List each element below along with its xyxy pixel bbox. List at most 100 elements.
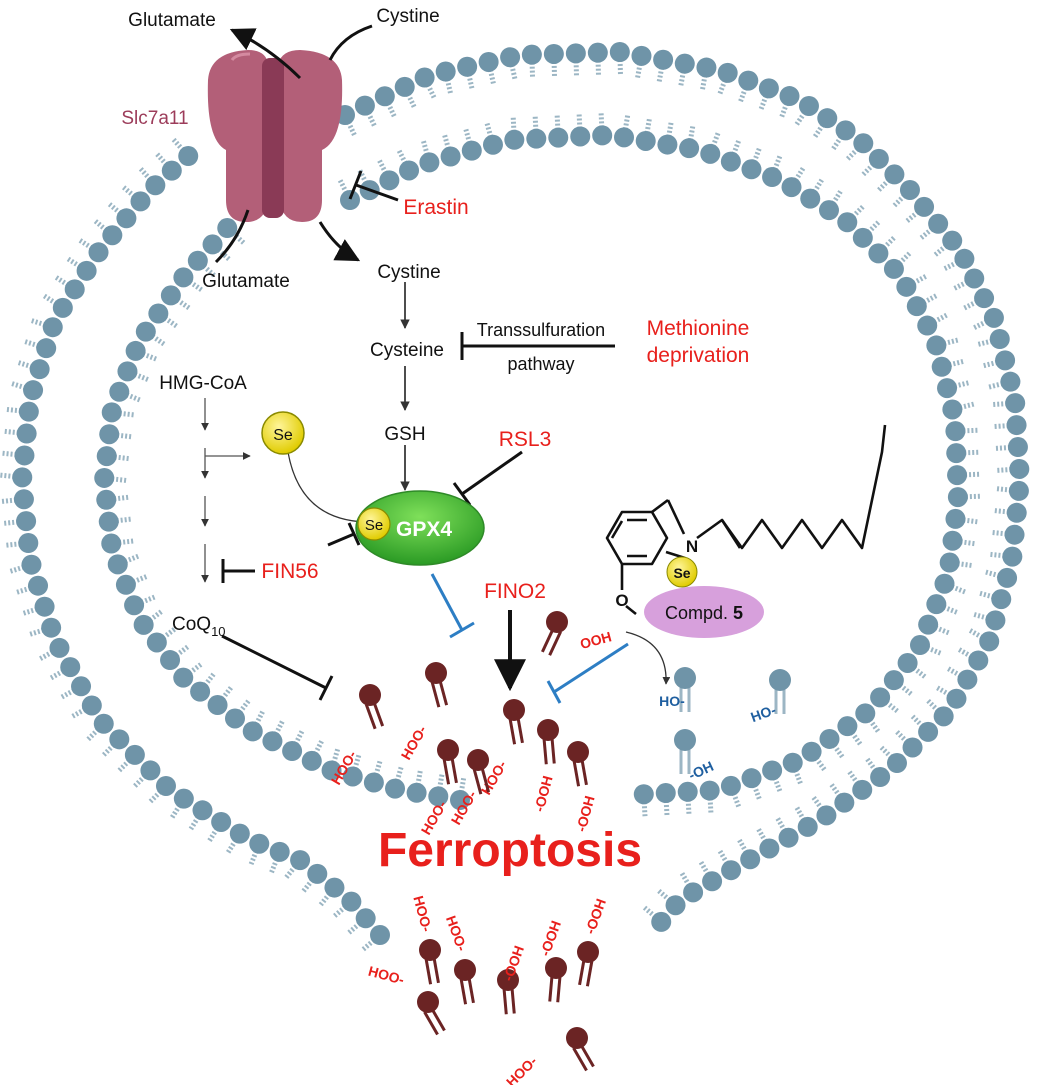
lipid-head — [115, 574, 136, 595]
lipid-head — [1006, 415, 1027, 436]
peroxide-label: HOO- — [367, 963, 407, 988]
lipid-head — [130, 191, 151, 212]
lipid-tail — [126, 369, 151, 383]
lipid-head — [437, 739, 459, 761]
lipid-head — [968, 650, 989, 671]
lipid-head — [155, 775, 176, 796]
lipid-head — [101, 533, 122, 554]
lipid-head — [945, 508, 966, 529]
rsl3-inhibition — [452, 450, 523, 506]
lipid-head — [1004, 524, 1025, 545]
lipid-tail — [508, 718, 517, 745]
lipid-head — [651, 911, 672, 932]
glutamate-import-curve — [214, 209, 250, 264]
lipid-head — [567, 741, 589, 763]
lipid-head — [173, 667, 194, 688]
lipid-head — [160, 285, 181, 306]
coq-subscript: 10 — [211, 624, 225, 639]
lipid-head — [399, 160, 420, 181]
lipid-head — [926, 335, 947, 356]
lipid-tail — [572, 1047, 588, 1072]
lipid-head — [817, 108, 838, 129]
lipid-tail — [516, 717, 524, 744]
lipid-tail — [459, 978, 468, 1005]
lipid-tail — [424, 958, 433, 985]
lipid-head — [918, 614, 939, 635]
lipid-head — [781, 177, 802, 198]
lipid-head — [587, 42, 608, 63]
lipid-head — [379, 170, 400, 191]
lipid-head — [886, 753, 907, 774]
lipid-tail — [430, 1007, 446, 1032]
selenium-label: Se — [273, 427, 293, 444]
lipid-head — [29, 359, 50, 380]
lipid-head — [301, 750, 322, 771]
gpx4-selenium-icon — [357, 507, 391, 541]
lipid-head — [997, 567, 1018, 588]
transsulfuration-label: Transsulfuration — [477, 320, 605, 340]
lipid-head — [16, 511, 37, 532]
lipid-tail — [467, 977, 475, 1004]
lipid-head — [28, 575, 49, 596]
lipid-head — [36, 338, 57, 359]
lipid-head — [98, 511, 119, 532]
lipid-head — [870, 767, 891, 788]
lipid-tail — [438, 679, 449, 706]
peroxide-label: -OOH — [500, 943, 528, 983]
lipid-head — [906, 296, 927, 317]
lipid-head — [467, 749, 489, 771]
lipid-head — [720, 775, 741, 796]
lipid-tail — [124, 573, 150, 588]
reduced-lipid: HO- — [659, 667, 696, 712]
lipid-head — [148, 303, 169, 324]
lipid-head — [414, 67, 435, 88]
lipid-head — [207, 695, 228, 716]
lipid-tail — [541, 627, 555, 653]
lipid-head — [125, 340, 146, 361]
reduced-lipid: -OH — [674, 729, 716, 783]
lipid-head — [983, 307, 1004, 328]
lipid-head — [116, 208, 137, 229]
lipid-head — [545, 957, 567, 979]
lipid-tail — [556, 976, 562, 1003]
alkyl-chain — [720, 519, 742, 549]
lipid-head — [1002, 546, 1023, 567]
lipid-head — [192, 800, 213, 821]
lipid-head — [16, 423, 37, 444]
lipid-head — [945, 421, 966, 442]
lipid-head — [187, 250, 208, 271]
lipid-tail — [144, 329, 167, 348]
lipid-tail — [442, 758, 451, 785]
lipid-tail — [548, 975, 554, 1002]
lipid-head — [942, 230, 963, 251]
lipid-head — [94, 467, 115, 488]
lipid-head — [76, 260, 97, 281]
lipid-head — [897, 652, 918, 673]
lipid-head — [454, 959, 476, 981]
lipid-head — [679, 138, 700, 159]
lipid-head — [614, 127, 635, 148]
lipid-head — [633, 784, 654, 805]
lipid-head — [1009, 458, 1030, 479]
lipid-head — [374, 86, 395, 107]
lipid-head — [762, 760, 783, 781]
molecule-oxygen-label: O — [615, 591, 628, 610]
lipid-tail — [430, 681, 441, 708]
glutamate-in-label: Glutamate — [202, 271, 290, 292]
lipid-head — [81, 695, 102, 716]
lipid-head — [896, 276, 917, 297]
lipid-head — [741, 768, 762, 789]
lipid-tail — [579, 1043, 595, 1068]
hmg-coa-label: HMG-CoA — [159, 373, 247, 394]
lipid-head — [341, 891, 362, 912]
lipid-head — [699, 780, 720, 801]
peroxide-label: HOO- — [443, 913, 471, 953]
lipid-head — [899, 179, 920, 200]
lipid-head — [778, 827, 799, 848]
lipid-head — [717, 62, 738, 83]
lipid-head — [700, 143, 721, 164]
lipid-head — [577, 941, 599, 963]
fin56-label: FIN56 — [261, 560, 318, 583]
lipid-head — [18, 533, 39, 554]
peroxide-label: HOO- — [398, 722, 430, 762]
